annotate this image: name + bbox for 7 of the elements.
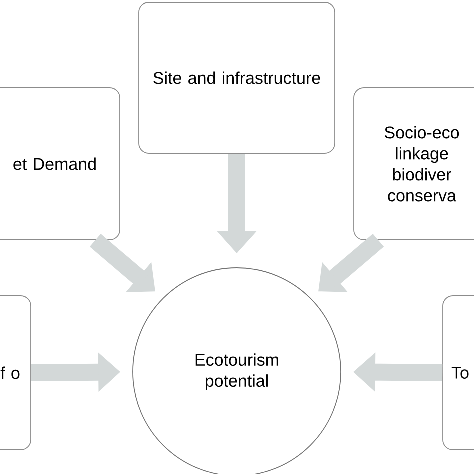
process-box: et Demand <box>0 88 120 240</box>
process-box: To <box>442 296 474 450</box>
block-arrow <box>90 234 156 292</box>
process-box: f o <box>0 296 32 450</box>
process-box: Socio-eco linkage biodiver conserva <box>354 88 474 240</box>
block-arrow <box>318 234 384 292</box>
process-box: Site and infrastructure <box>138 2 336 154</box>
